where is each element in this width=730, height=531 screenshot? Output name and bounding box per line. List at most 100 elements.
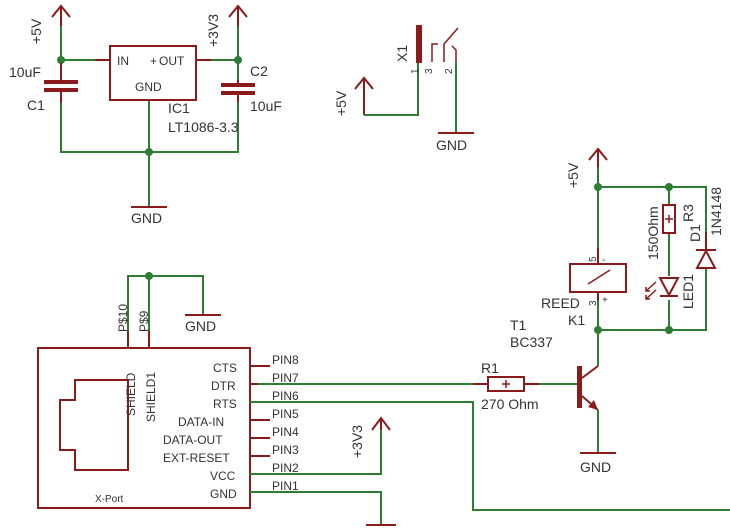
xport-pin-3: PIN3 — [272, 443, 299, 457]
xport-shield-label: SHIELD — [124, 372, 138, 416]
led1-symbol — [658, 277, 680, 298]
x1-body — [416, 25, 422, 63]
xport-pin-6: PIN6 — [272, 389, 299, 403]
k1-coil-slash — [587, 269, 611, 285]
regulator-name: IC1 — [168, 100, 190, 116]
xport-shield-wires — [127, 275, 204, 331]
supply-5v-top-label: +5V — [28, 18, 44, 44]
xport-signal-ext-reset: EXT-RESET — [163, 451, 230, 465]
xport-pin-8: PIN8 — [272, 353, 299, 367]
supply-5v-top-symbol — [51, 4, 71, 26]
xport-name: X-Port — [95, 494, 124, 505]
xport-signal-data-out: DATA-OUT — [163, 433, 223, 447]
xport-p9-label: P$9 — [137, 310, 151, 332]
supply-3v3-bottom-label: +3V3 — [349, 425, 365, 458]
regulator-pin-out-mark: + — [150, 54, 157, 68]
xport-signal-vcc: VCC — [210, 469, 236, 483]
xport-shield-stubs — [127, 331, 150, 348]
junction-led-bottom — [665, 326, 673, 334]
r1-name: R1 — [481, 360, 499, 376]
k1-pin-plus: + — [602, 295, 608, 306]
supply-5v-right-symbol — [588, 147, 608, 167]
supply-3v3-bottom-symbol — [371, 416, 391, 431]
c1-name: C1 — [27, 97, 45, 113]
xport-signal-dtr: DTR — [211, 379, 236, 393]
c1-symbol — [44, 63, 78, 103]
junction-regulator-out — [234, 56, 242, 64]
x1-section: +5V X1 1 3 2 GND — [333, 25, 474, 153]
x1-name: X1 — [394, 45, 410, 62]
gnd-shield-label: GND — [185, 318, 216, 334]
k1-pin-b: 3 — [588, 300, 599, 306]
r1-section: R1 270 Ohm — [258, 360, 577, 412]
xport-signal-rts: RTS — [213, 397, 237, 411]
xport-section: GND P$10 P$9 SHIELD SHIELD1 X-Port CTS D… — [37, 272, 730, 526]
r3-value: 150Ohm — [645, 206, 661, 260]
k1-name: K1 — [568, 312, 585, 328]
d1-value: 1N4148 — [708, 187, 724, 236]
supply-5v-x1-symbol — [354, 76, 374, 115]
regulator-pin-out: OUT — [159, 54, 185, 68]
junction-regulator-gnd — [145, 148, 153, 156]
xport-pin-5: PIN5 — [272, 407, 299, 421]
r3-body — [662, 204, 676, 234]
supply-5v-x1-label: +5V — [333, 90, 349, 116]
x1-pin-b: 3 — [424, 68, 435, 74]
supply-5v-right-label: +5V — [565, 162, 581, 188]
xport-signal-data-in: DATA-IN — [178, 415, 224, 429]
gnd-t1-label: GND — [580, 459, 611, 475]
regulator-section: +5V +3V3 IN + OUT GND IC1 LT1086-3.3 10u… — [9, 4, 282, 226]
junction-regulator-in — [57, 56, 65, 64]
r3-plus — [665, 215, 673, 223]
x1-wires — [364, 62, 457, 133]
xport-p10-label: P$10 — [116, 304, 130, 332]
xport-jack-outline — [59, 379, 129, 471]
junction-shield — [145, 272, 153, 280]
xport-pin-1: PIN1 — [272, 479, 299, 493]
t1-name: T1 — [510, 317, 527, 333]
led1-name: LED1 — [680, 274, 696, 309]
x1-pin-a: 1 — [410, 68, 421, 74]
regulator-pin-gnd: GND — [135, 80, 162, 94]
led1-rays — [645, 281, 657, 300]
regulator-value: LT1086-3.3 — [168, 119, 239, 135]
xport-pin-2: PIN2 — [272, 461, 299, 475]
xport-pin-4: PIN4 — [272, 425, 299, 439]
c2-name: C2 — [250, 63, 268, 79]
k1-pin-minus: - — [602, 255, 605, 266]
xport-pin-wires — [250, 383, 730, 525]
relay-wires — [597, 167, 707, 366]
regulator-body — [109, 45, 197, 101]
xport-signal-cts: CTS — [213, 361, 237, 375]
t1-emitter-arrow — [588, 400, 598, 410]
c2-value: 10uF — [250, 98, 282, 114]
xport-pin-7: PIN7 — [272, 371, 299, 385]
gnd-x1-label: GND — [436, 137, 467, 153]
t1-value: BC337 — [510, 334, 553, 350]
c1-value: 10uF — [9, 64, 41, 80]
r1-plus — [502, 380, 510, 388]
x1-pin-c: 2 — [444, 68, 455, 74]
k1-pin-a: 5 — [588, 256, 599, 262]
d1-name: D1 — [687, 224, 703, 242]
t1-base-bar — [577, 366, 582, 408]
k1-value: REED — [541, 295, 580, 311]
relay-section: +5V 150Ohm R3 D1 1N4148 LED1 - 5 3 + REE… — [510, 147, 724, 475]
supply-3v3-top-symbol — [228, 4, 248, 26]
r1-value: 270 Ohm — [481, 396, 539, 412]
supply-3v3-top-label: +3V3 — [205, 14, 221, 47]
junction-relay-bottom — [594, 326, 602, 334]
xport-body — [37, 347, 251, 509]
junction-led-top — [665, 183, 673, 191]
xport-signal-gnd: GND — [210, 487, 237, 501]
r1-body — [487, 376, 525, 392]
gnd-regulator-label: GND — [131, 210, 162, 226]
x1-jack-contact — [431, 27, 459, 62]
r3-name: R3 — [680, 204, 696, 222]
xport-shield1-label: SHIELD1 — [144, 372, 158, 422]
regulator-pin-in: IN — [117, 54, 129, 68]
c2-symbol — [221, 80, 255, 102]
t1-leads — [581, 365, 599, 411]
d1-symbol — [695, 232, 717, 269]
